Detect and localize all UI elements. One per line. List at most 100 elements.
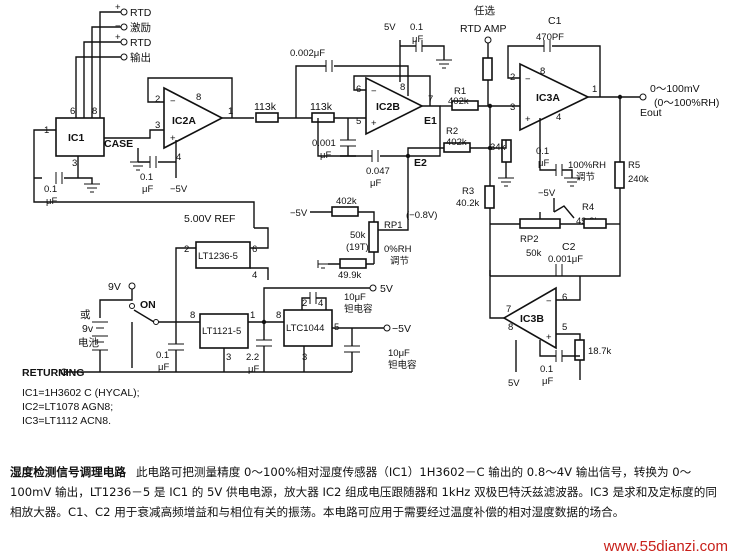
svg-text:R3: R3	[462, 186, 474, 197]
svg-text:−: −	[546, 296, 552, 307]
c1-value: 470PF	[536, 32, 564, 43]
svg-text:2.2: 2.2	[246, 352, 259, 363]
svg-text:0.047: 0.047	[366, 166, 390, 177]
svg-text:1: 1	[250, 310, 255, 321]
svg-text:−5V: −5V	[290, 208, 308, 219]
svg-text:2: 2	[184, 244, 189, 255]
lt1121-label: LT1121-5	[202, 326, 241, 337]
svg-text:0%RH: 0%RH	[384, 244, 412, 255]
svg-text:μF: μF	[142, 184, 153, 195]
optional-rtd-input: 任选 RTD AMP	[460, 4, 506, 106]
9v-label: 9V	[108, 281, 121, 293]
caption-title: 湿度检测信号调理电路	[10, 465, 126, 479]
svg-text:8: 8	[508, 322, 513, 333]
svg-text:−: −	[525, 74, 531, 85]
svg-text:(−0.8V): (−0.8V)	[406, 210, 437, 221]
ref-label: 5.00V REF	[184, 213, 235, 225]
summing-network: E2 R1 402k R2 402k 34k R3 40.2k (−0.8V)	[380, 86, 520, 276]
svg-text:5V: 5V	[384, 22, 396, 33]
svg-text:(19T): (19T)	[346, 242, 369, 253]
svg-text:5V: 5V	[380, 283, 393, 295]
svg-text:R5: R5	[628, 160, 640, 171]
svg-text:0.1: 0.1	[44, 184, 57, 195]
svg-text:402k: 402k	[336, 196, 357, 207]
e2-label: E2	[414, 157, 427, 169]
svg-text:−5V: −5V	[538, 188, 556, 199]
svg-text:+: +	[525, 114, 531, 125]
c2-value: 0.001μF	[548, 254, 583, 265]
svg-text:6: 6	[252, 244, 257, 255]
svg-text:1: 1	[228, 106, 233, 117]
svg-text:8: 8	[92, 106, 97, 117]
svg-text:μF: μF	[248, 364, 259, 375]
svg-text:+: +	[371, 118, 377, 129]
ic2b-filter: IC2B −+ 6 5 8 7 E1 5V 0.1 μF	[353, 22, 452, 157]
svg-text:R2: R2	[446, 126, 458, 137]
humidity-circuit-schematic: + − + − RTD 激励 RTD 输出 IC1 CASE 1 6 8 3 0.1…	[22, 2, 719, 427]
svg-text:−: −	[170, 96, 176, 107]
svg-text:0.1: 0.1	[140, 172, 153, 183]
svg-text:R4: R4	[582, 202, 594, 213]
svg-text:6: 6	[70, 106, 75, 117]
output-label: 输出	[130, 51, 151, 64]
svg-text:电池: 电池	[78, 336, 99, 349]
svg-text:+: +	[115, 32, 121, 43]
rp2-gain-trim: 100%RH 调节 −5V R4 49.9k RP2 50k	[489, 160, 620, 276]
svg-text:RP1: RP1	[384, 220, 402, 231]
svg-text:402k: 402k	[446, 137, 467, 148]
svg-text:49.9k: 49.9k	[338, 270, 361, 281]
svg-text:0.1: 0.1	[410, 22, 423, 33]
svg-text:0.1: 0.1	[156, 350, 169, 361]
power-section: 9V 或 9v 电池 ON 0.1 μF 8 LT1121-5 3 1 5V 2…	[22, 281, 417, 379]
rtd-amp-label: RTD AMP	[460, 23, 506, 35]
svg-text:50k: 50k	[526, 248, 542, 259]
svg-text:1: 1	[592, 84, 597, 95]
svg-text:R1: R1	[454, 86, 466, 97]
svg-text:0.1: 0.1	[536, 146, 549, 157]
rp1-zero-trim: −5V 402k RP1 50k (19T) 0%RH 调节 49.9k	[290, 196, 412, 281]
svg-text:3: 3	[155, 120, 160, 131]
svg-text:+: +	[170, 133, 176, 144]
svg-text:100%RH: 100%RH	[568, 160, 606, 171]
svg-text:μF: μF	[158, 362, 169, 373]
svg-text:0.001: 0.001	[312, 138, 336, 149]
caption-body: 此电路可把测量精度 0～100%相对湿度传感器（IC1）1H3602－C 输出的…	[10, 465, 717, 519]
svg-text:50k: 50k	[350, 230, 366, 241]
svg-text:10μF: 10μF	[388, 348, 410, 359]
svg-text:μF: μF	[538, 158, 549, 169]
svg-text:5: 5	[562, 322, 567, 333]
c0002-label: 0.002μF	[290, 48, 325, 59]
svg-text:μF: μF	[542, 376, 553, 387]
ic2a-buffer: IC2A −+ 2 3 1 4 8 −5V 0.1 μF	[130, 77, 254, 195]
rtd-label-2: RTD	[130, 37, 152, 49]
svg-text:或: 或	[80, 309, 91, 321]
svg-text:2: 2	[302, 298, 307, 309]
r113k-b: 113k	[310, 101, 333, 113]
svg-text:4: 4	[252, 270, 257, 281]
parts-list: IC1=1H3602 C (HYCAL); IC2=LT1078 AGN8; I…	[22, 387, 140, 427]
svg-text:−: −	[371, 86, 377, 97]
rtd-label-1: RTD	[130, 7, 152, 19]
r113k-a: 113k	[254, 101, 277, 113]
c1-label: C1	[548, 15, 562, 27]
excitation-label: 激励	[130, 21, 151, 34]
svg-text:10μF: 10μF	[344, 292, 366, 303]
svg-text:40.2k: 40.2k	[456, 198, 479, 209]
svg-text:5V: 5V	[508, 378, 520, 389]
ic1-sensor: IC1 CASE 1 6 8 3 0.1 μF	[33, 106, 255, 228]
ic3a-label: IC3A	[536, 92, 560, 104]
output-range: 0～100mV	[650, 83, 700, 95]
lt1236-label: LT1236-5	[198, 251, 238, 262]
svg-text:钽电容: 钽电容	[388, 359, 417, 371]
on-switch-label: ON	[140, 299, 156, 311]
svg-text:μF: μF	[412, 34, 423, 45]
svg-text:240k: 240k	[628, 174, 649, 185]
lt1236-reference: 5.00V REF LT1236-5 2 6 4	[175, 213, 269, 322]
ic3b-label: IC3B	[520, 313, 544, 325]
eout-label: Eout	[640, 107, 662, 119]
svg-text:0.1: 0.1	[540, 364, 553, 375]
returning-label: RETURNING	[22, 367, 84, 379]
case-label: CASE	[104, 138, 133, 150]
svg-text:μF: μF	[46, 196, 57, 207]
output-rh-range: (0～100%RH)	[654, 97, 719, 109]
